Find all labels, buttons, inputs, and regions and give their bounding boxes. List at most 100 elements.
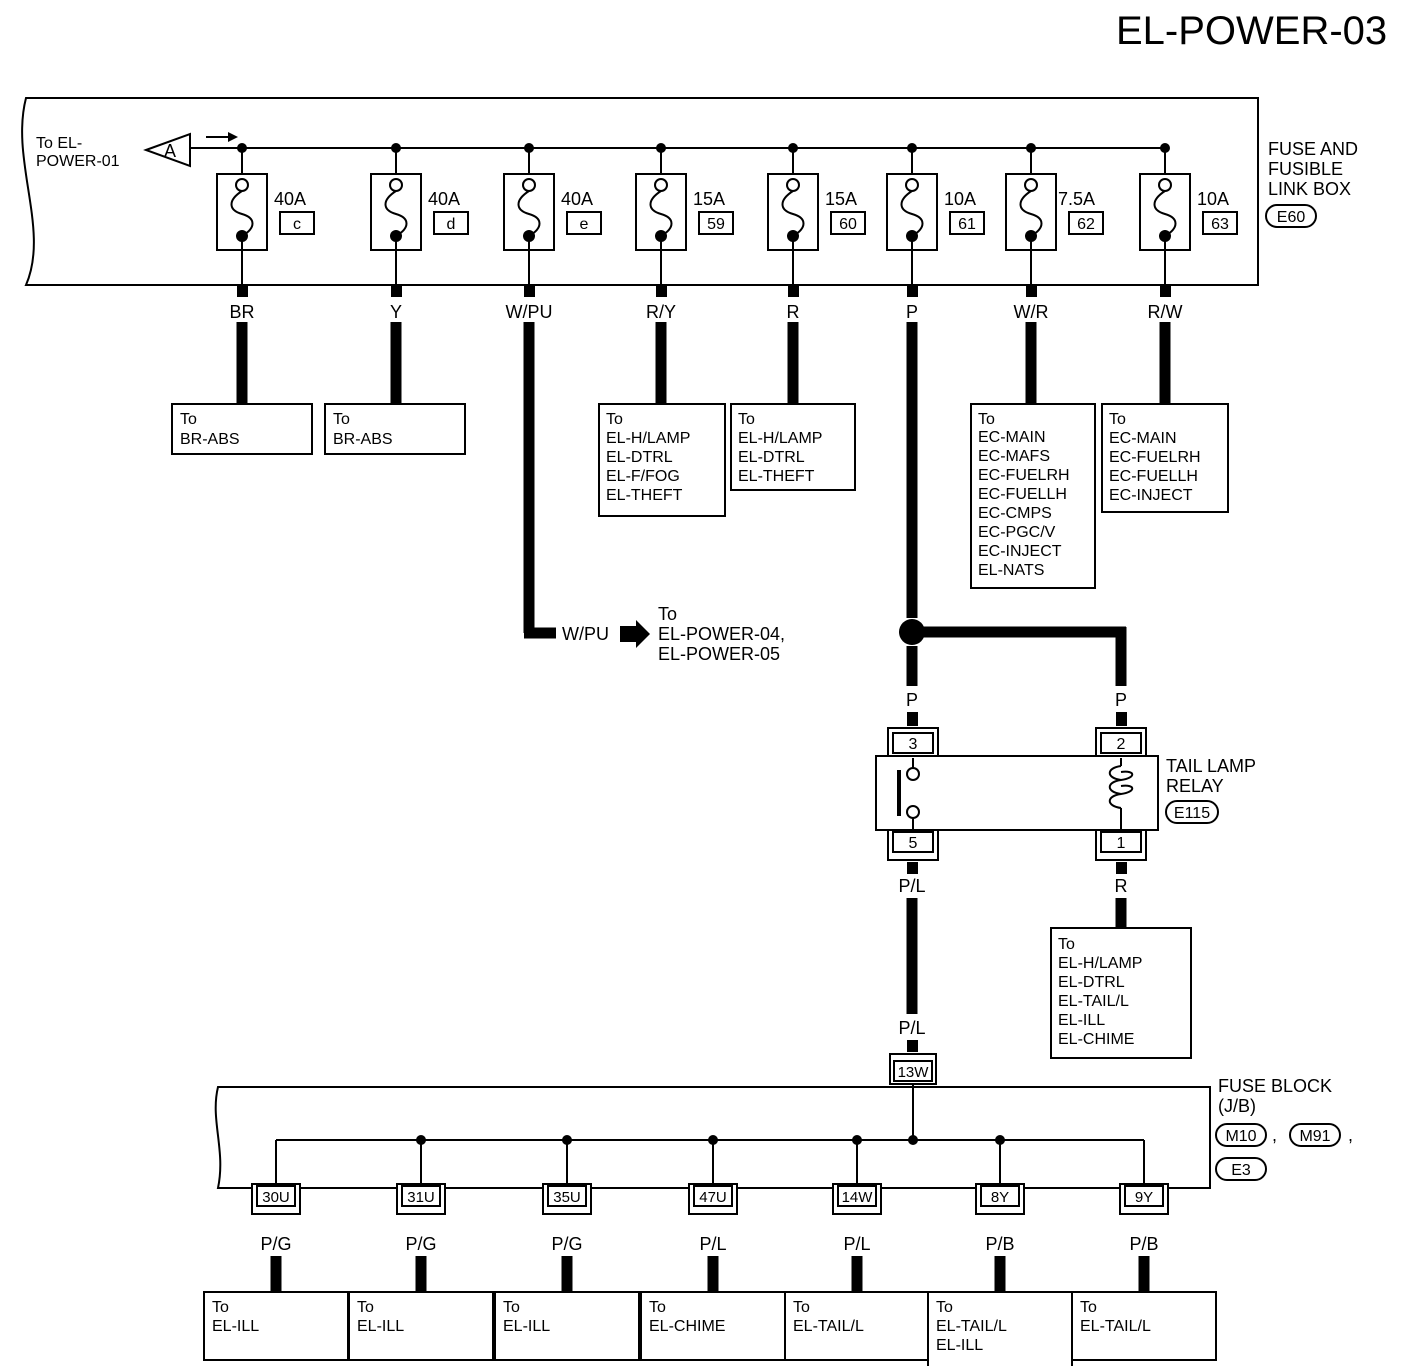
svg-text:To: To xyxy=(1109,411,1126,428)
svg-text:To: To xyxy=(180,411,197,428)
svg-text:To: To xyxy=(1058,936,1075,953)
destination-box-br-abs-1: To BR-ABS xyxy=(171,403,313,455)
svg-text:EC-INJECT: EC-INJECT xyxy=(978,543,1062,560)
output-wire-color: P/B xyxy=(1129,1234,1158,1254)
fuse-amps: 40A xyxy=(561,189,593,209)
svg-text:EL-H/LAMP: EL-H/LAMP xyxy=(1058,955,1142,972)
fuse-wire-color: P xyxy=(906,302,918,322)
relay-pin-1: 1 xyxy=(1117,835,1126,852)
destination-box xyxy=(784,1291,930,1361)
svg-text:EC-FUELLH: EC-FUELLH xyxy=(978,486,1067,503)
fuse-wire-color: BR xyxy=(229,302,254,322)
output-pin: 8Y xyxy=(991,1189,1009,1206)
fuse-element-icon xyxy=(900,190,924,237)
svg-text:EL-DTRL: EL-DTRL xyxy=(606,449,673,466)
fuse-element-icon xyxy=(1019,190,1043,237)
destination-line: EL-ILL xyxy=(212,1318,259,1335)
fuse-block-connector-2: M91 xyxy=(1299,1128,1330,1145)
destination-line: To xyxy=(793,1299,810,1316)
destination-line: EL-ILL xyxy=(936,1337,983,1354)
relay-pin-3: 3 xyxy=(909,736,918,753)
fuse-block-name-line-1: FUSE BLOCK xyxy=(1218,1076,1332,1096)
destination-box xyxy=(1071,1291,1217,1361)
destination-line: To xyxy=(357,1299,374,1316)
destination-line: EL-ILL xyxy=(357,1318,404,1335)
fuse-id: 59 xyxy=(707,216,725,233)
fuse-amps: 10A xyxy=(944,189,976,209)
fuse-block-connector-1: M10 xyxy=(1225,1128,1256,1145)
destination-box-15a-59: To EL-H/LAMP EL-DTRL EL-F/FOG EL-THEFT xyxy=(598,403,726,517)
fuse-wire-color: Y xyxy=(390,302,402,322)
splice-point xyxy=(899,619,925,645)
fuse-box-connector-badge xyxy=(1265,204,1317,228)
svg-text:EC-PGC/V: EC-PGC/V xyxy=(978,524,1056,541)
relay-in-right-wire: P xyxy=(1115,690,1127,710)
fuse-box-name-line-2: FUSIBLE xyxy=(1268,159,1343,179)
connector-a-marker xyxy=(143,132,191,168)
fuse-id-box xyxy=(949,211,985,235)
destination-box xyxy=(494,1291,640,1361)
svg-text:EL-THEFT: EL-THEFT xyxy=(738,468,815,485)
output-pin: 14W xyxy=(842,1189,874,1206)
svg-text:EL-THEFT: EL-THEFT xyxy=(606,487,683,504)
svg-text:To: To xyxy=(658,604,677,624)
fuse-wire-color: R/W xyxy=(1148,302,1183,322)
svg-text:EL-F/FOG: EL-F/FOG xyxy=(606,468,680,485)
fuse-block-outputs: 30UP/GToEL-ILL31UP/GToEL-ILL35UP/GToEL-I… xyxy=(203,1135,1217,1366)
fuse-id: 61 xyxy=(958,216,976,233)
destination-box xyxy=(640,1291,786,1361)
fuse-and-fusible-link-box: A To EL- POWER-01 FUSE AND FUSIBLE LINK … xyxy=(21,97,1358,286)
relay-out1-wire: R xyxy=(1115,876,1128,896)
relay-connector-badge xyxy=(1165,800,1219,824)
destination-line: EL-ILL xyxy=(503,1318,550,1335)
relay-connector: E115 xyxy=(1174,805,1210,822)
fuse-id-box xyxy=(830,211,866,235)
svg-text:To: To xyxy=(333,411,350,428)
relay-out5-wire: P/L xyxy=(898,876,925,896)
relay-name-line-1: TAIL LAMP xyxy=(1166,756,1256,776)
relay-feed-wires: P P xyxy=(899,619,1127,726)
fuse-element-icon xyxy=(1153,190,1177,237)
output-pin: 30U xyxy=(262,1189,290,1206)
fuse-element-icon xyxy=(384,190,408,237)
svg-text:EC-MAFS: EC-MAFS xyxy=(978,448,1050,465)
output-pin: 47U xyxy=(699,1189,727,1206)
fuse-id: 62 xyxy=(1077,216,1095,233)
svg-text:EL-POWER-04,: EL-POWER-04, xyxy=(658,624,785,644)
svg-text:BR-ABS: BR-ABS xyxy=(333,431,393,448)
fuse-amps: 40A xyxy=(428,189,460,209)
wpu-route: W/PU To EL-POWER-04, EL-POWER-05 xyxy=(562,604,785,664)
fuse-box-name-line-1: FUSE AND xyxy=(1268,139,1358,159)
destination-line: To xyxy=(503,1299,520,1316)
fuse-id-box xyxy=(1202,211,1238,235)
destination-box-15a-60: To EL-H/LAMP EL-DTRL EL-THEFT xyxy=(730,403,856,491)
destination-box-relay-pin-1: To EL-H/LAMP EL-DTRL EL-TAIL/L EL-ILL EL… xyxy=(1050,927,1192,1059)
fuse-id: 60 xyxy=(839,216,857,233)
junction xyxy=(416,1135,426,1145)
relay-output-wires: P/L R P/L xyxy=(898,862,1128,1052)
fuse-amps: 15A xyxy=(693,189,725,209)
svg-text:EC-CMPS: EC-CMPS xyxy=(978,505,1052,522)
fuse-wire-color: W/R xyxy=(1014,302,1049,322)
junction xyxy=(995,1135,1005,1145)
wpu-route-wire-label: W/PU xyxy=(562,624,609,644)
svg-text:EC-FUELLH: EC-FUELLH xyxy=(1109,468,1198,485)
destination-box xyxy=(203,1291,349,1361)
svg-text:EL-CHIME: EL-CHIME xyxy=(1058,1031,1134,1048)
svg-text:EL-DTRL: EL-DTRL xyxy=(1058,974,1125,991)
fuse-id-box xyxy=(279,211,315,235)
block-input-wire: P/L xyxy=(898,1018,925,1038)
svg-text:EC-INJECT: EC-INJECT xyxy=(1109,487,1193,504)
fuse-element-icon xyxy=(230,190,254,237)
from-label-line-2: POWER-01 xyxy=(36,153,120,170)
junction xyxy=(708,1135,718,1145)
